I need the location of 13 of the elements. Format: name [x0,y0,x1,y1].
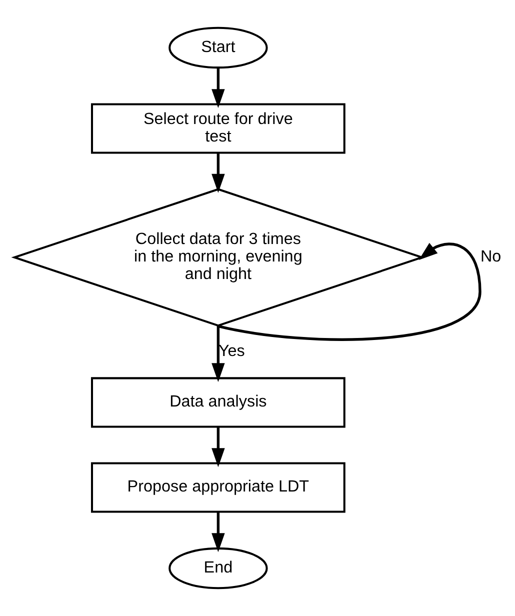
arrow [211,68,224,108]
node-box: Propose appropriate LDT [90,462,345,513]
node-ellipse: End [168,547,268,590]
node-box: Data analysis [90,377,345,428]
arrow [217,242,481,341]
node-ellipse: Start [168,26,268,69]
arrow [211,326,224,382]
edge-label: Yes [218,342,244,360]
edge-label: No [480,248,501,266]
node-box: Select route for drive test [90,103,345,154]
arrow [211,427,224,468]
arrow [211,153,224,193]
arrow [211,512,224,552]
